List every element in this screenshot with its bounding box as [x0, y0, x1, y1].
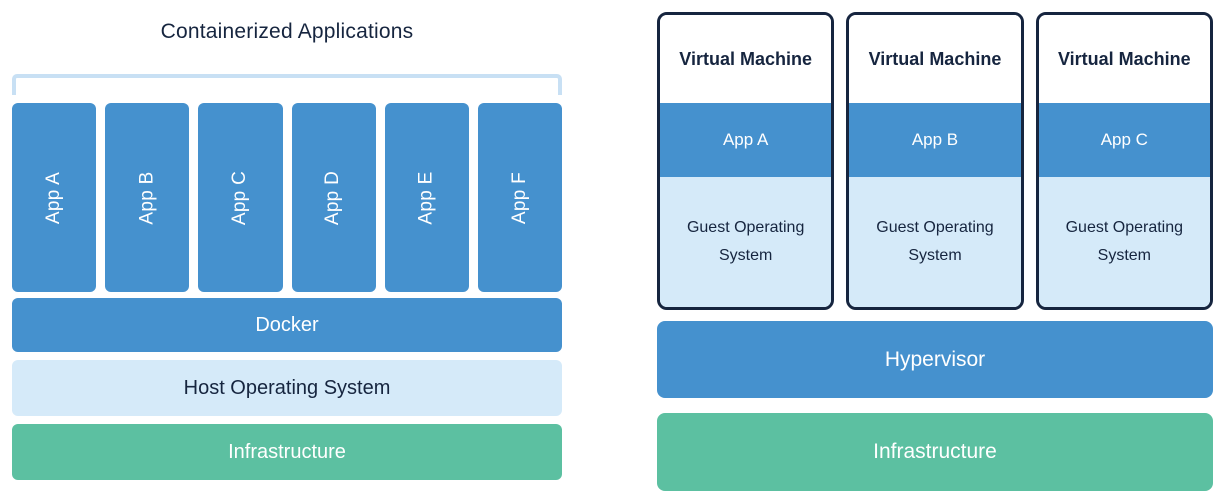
app-column-c: App C: [198, 103, 283, 292]
vm-guest-os-label: Guest Operating System: [686, 219, 805, 264]
vm-title: Virtual Machine: [849, 15, 1021, 103]
vm-box-1: Virtual Machine App A Guest Operating Sy…: [657, 12, 835, 310]
vm-guest-os: Guest Operating System: [849, 177, 1021, 307]
vm-box-3: Virtual Machine App C Guest Operating Sy…: [1035, 12, 1213, 310]
vm-title: Virtual Machine: [660, 15, 832, 103]
docker-layer: Docker: [12, 298, 562, 352]
app-column-f: App F: [477, 103, 563, 292]
infrastructure-layer-left: Infrastructure: [12, 424, 562, 480]
infrastructure-layer-right: Infrastructure: [657, 413, 1213, 491]
vm-guest-os-label: Guest Operating System: [876, 219, 994, 264]
app-columns-row: App A App B App C App D App E App F: [12, 103, 563, 292]
vm-row: Virtual Machine App A Guest Operating Sy…: [657, 12, 1213, 310]
app-column-b: App B: [105, 103, 190, 292]
app-column-label: App B: [136, 170, 158, 225]
app-column-a: App A: [12, 103, 97, 292]
vm-box-2: Virtual Machine App B Guest Operating Sy…: [846, 12, 1024, 310]
vm-title: Virtual Machine: [1038, 15, 1210, 103]
app-column-label: App E: [415, 170, 437, 225]
app-column-label: App C: [229, 170, 251, 225]
host-os-layer: Host Operating System: [12, 360, 562, 416]
vm-guest-os: Guest Operating System: [1038, 177, 1210, 307]
containers-title: Containerized Applications: [160, 20, 414, 43]
containers-bracket: [12, 74, 562, 95]
app-column-label: App D: [322, 170, 344, 225]
app-column-d: App D: [291, 103, 376, 292]
vm-app-bar: App A: [660, 103, 832, 177]
vm-app-bar: App C: [1038, 103, 1210, 177]
vm-app-bar: App B: [849, 103, 1021, 177]
app-column-e: App E: [384, 103, 469, 292]
app-column-label: App A: [43, 171, 65, 224]
vm-guest-os: Guest Operating System: [660, 177, 832, 307]
vm-guest-os-label: Guest Operating System: [1065, 219, 1184, 264]
hypervisor-layer: Hypervisor: [657, 321, 1213, 398]
app-column-label: App F: [508, 171, 530, 224]
